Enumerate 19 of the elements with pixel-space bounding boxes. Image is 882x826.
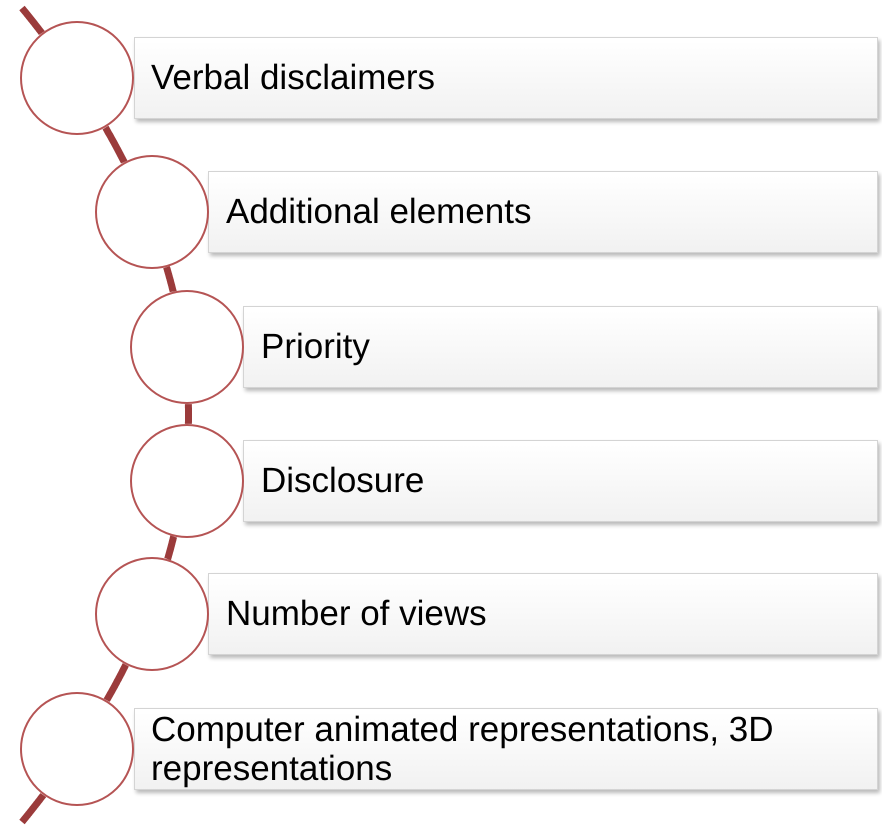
item-text: Priority bbox=[261, 327, 370, 367]
list-item-box bbox=[208, 171, 878, 253]
item-text: Computer animated representations, 3D representations bbox=[151, 710, 775, 788]
item-text: Additional elements bbox=[226, 192, 532, 232]
list-item-box bbox=[243, 440, 878, 522]
connector-line bbox=[163, 264, 177, 294]
connector-line bbox=[102, 124, 128, 165]
connector-line bbox=[164, 534, 178, 562]
connector-line bbox=[19, 5, 45, 36]
list-item-box bbox=[243, 306, 878, 388]
item-text: Disclosure bbox=[261, 461, 424, 501]
connector-line bbox=[184, 401, 192, 427]
list-item-box bbox=[208, 573, 878, 655]
connector-line bbox=[19, 792, 46, 825]
connector-line bbox=[104, 662, 129, 703]
list-item-box bbox=[134, 708, 878, 790]
list-item-box bbox=[134, 37, 878, 119]
item-text: Number of views bbox=[226, 594, 487, 634]
item-text: Verbal disclaimers bbox=[151, 58, 435, 98]
